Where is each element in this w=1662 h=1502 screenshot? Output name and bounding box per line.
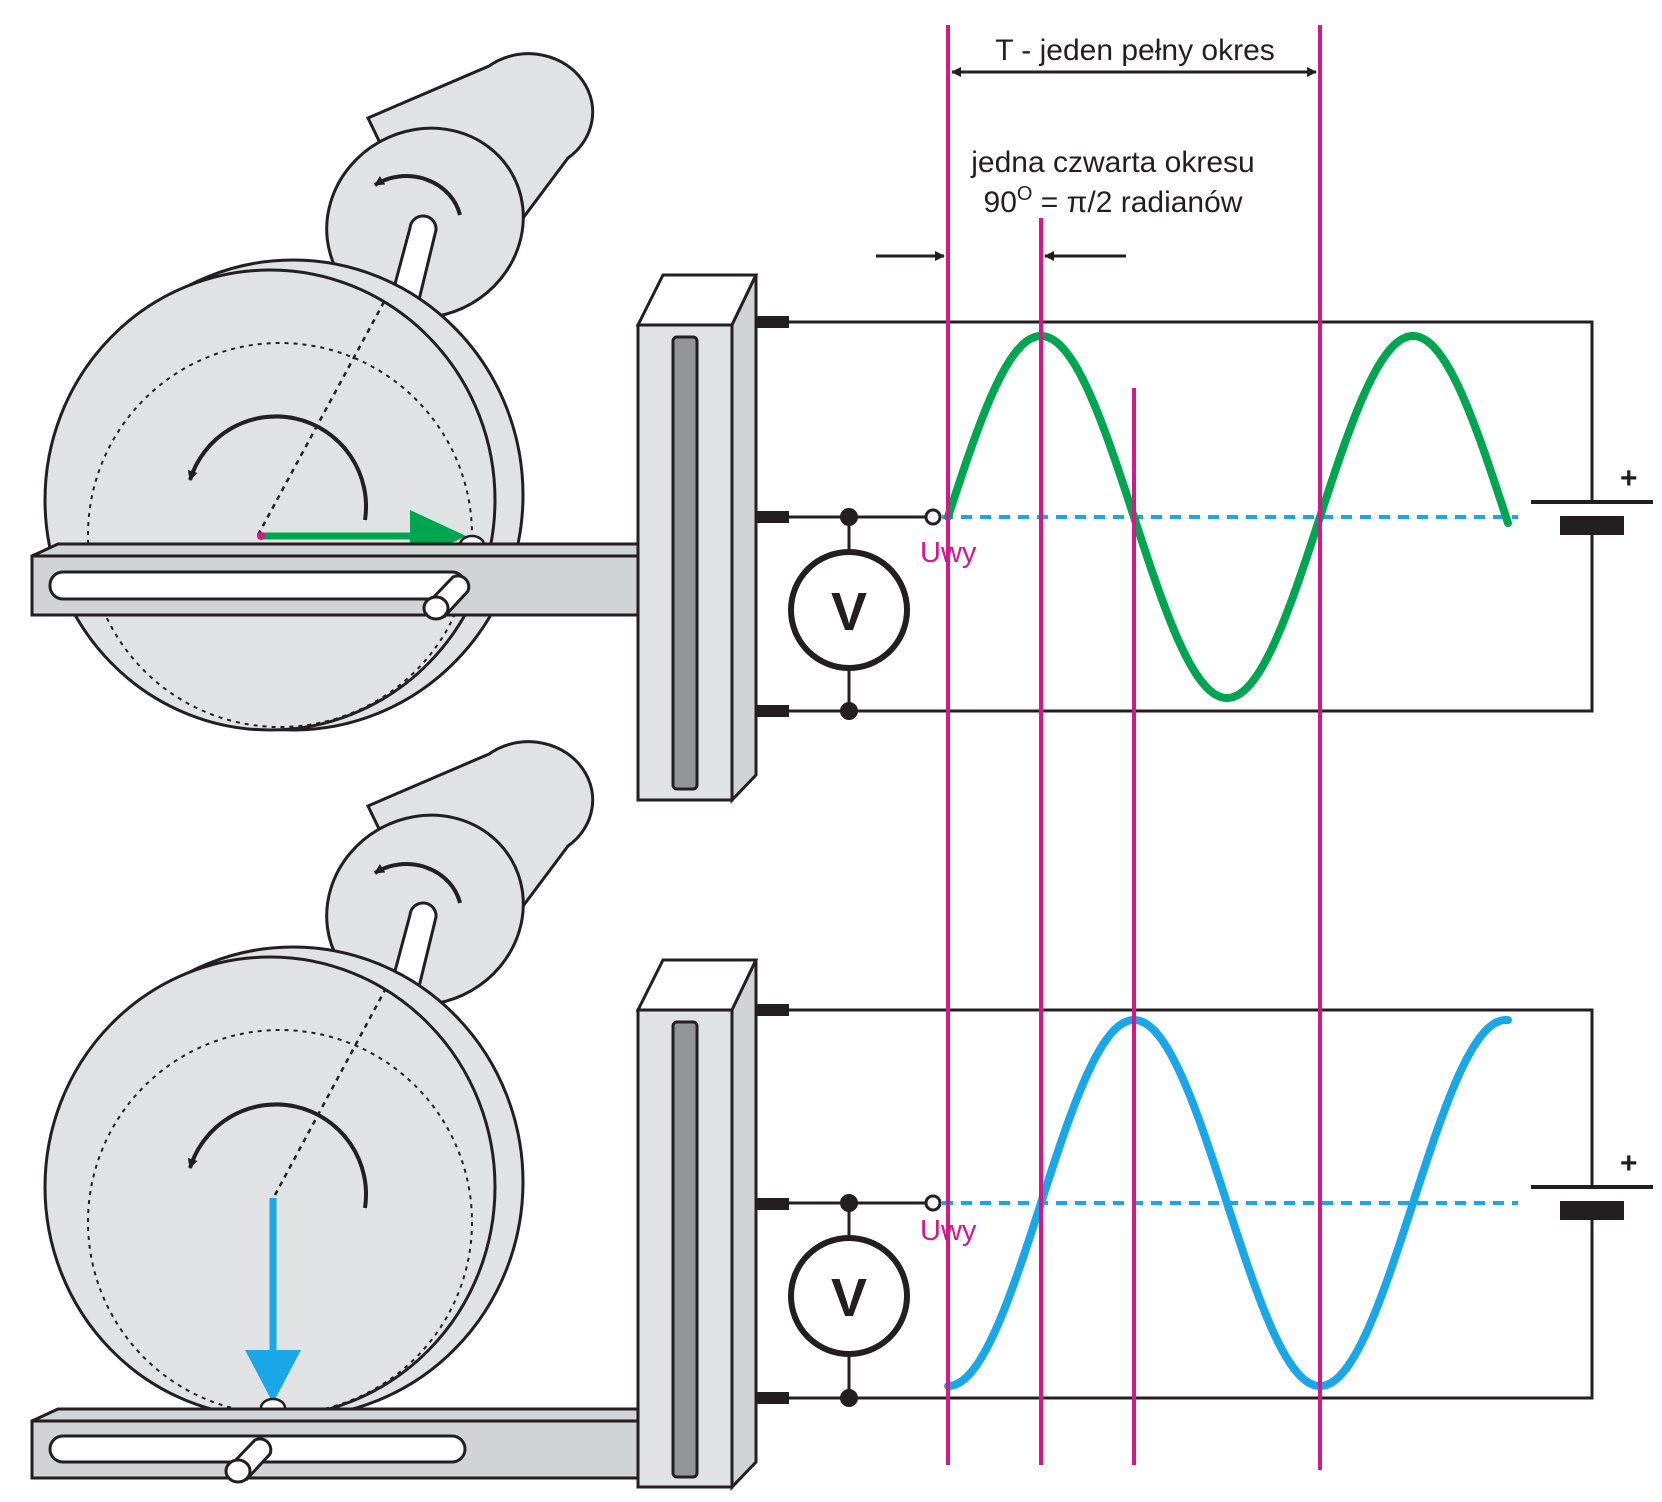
slider-arm-bottom [30,1364,695,1480]
battery-icon: + [1531,1147,1653,1220]
down-arrow-icon [245,1198,301,1403]
rotor-radius-bottom [273,989,387,1196]
curved-arrow-icon [187,1102,369,1209]
pin-top [422,574,471,621]
curved-arrow-icon [187,414,369,521]
output-terminal-bottom [924,1194,942,1212]
terminals-top [756,316,789,717]
generator-bottom [30,740,789,1491]
voltmeter-bottom-label: V [831,1268,867,1328]
quarter-label-line2: 90O = π/2 radianów [984,183,1243,219]
junction-dots-top [840,508,858,720]
period-label: T - jeden pełny okres [995,34,1275,67]
voltmeter-icon: V [788,1235,910,1357]
voltmeter-icon: V [788,549,910,671]
pin-bottom [224,1437,273,1484]
circuit-bottom [789,1008,1594,1400]
terminals-bottom [756,1004,789,1404]
circuit-top [789,320,1594,713]
generator-top [30,52,789,804]
battery-plus-bottom: + [1620,1147,1638,1180]
curved-arrow-icon [373,174,462,216]
voltmeter-top-label: V [831,582,867,642]
rotor-disk-bottom [43,945,525,1419]
period-marker-lines [946,25,1322,1470]
battery-plus-top: + [1620,462,1638,495]
output-terminal-top [924,508,942,526]
rotor-disk-top [43,258,525,732]
junction-dots-bottom [840,1194,858,1407]
quarter-label-line1: jedna czwarta okresu [970,146,1254,179]
potentiometer-top [635,273,759,804]
potentiometer-bottom [635,958,759,1491]
curved-arrow-icon [373,862,462,904]
rotor-radius-top [256,299,387,536]
battery-icon: + [1531,462,1653,535]
